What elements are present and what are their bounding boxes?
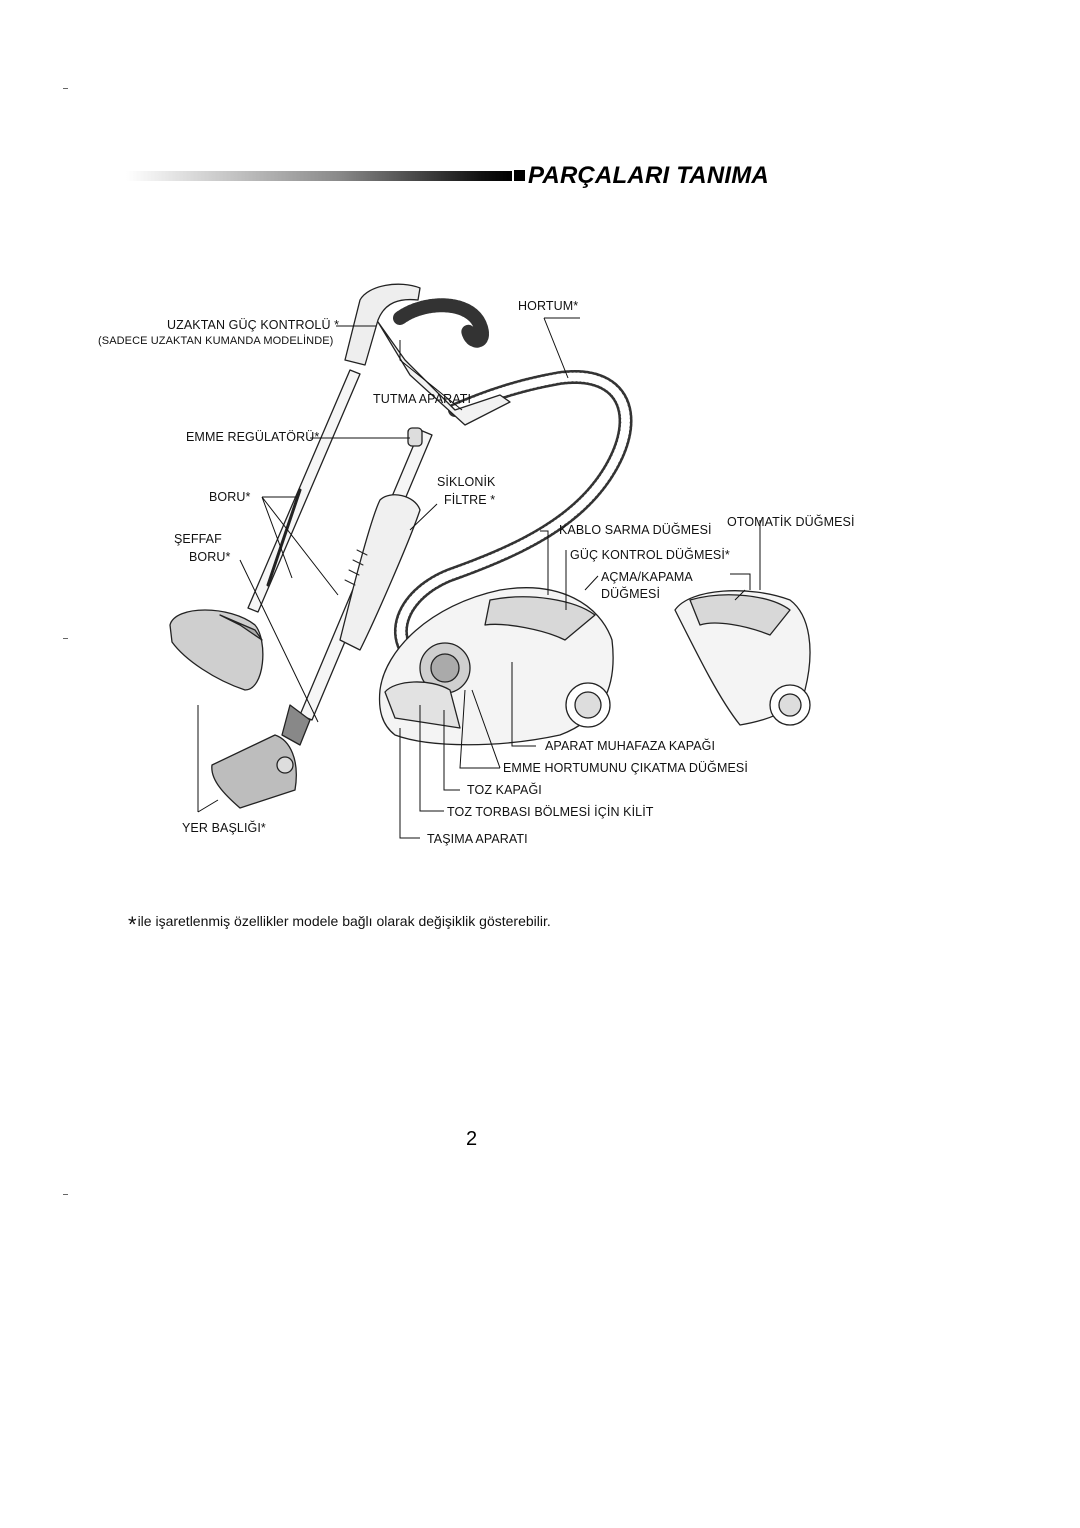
margin-tick-top	[63, 88, 68, 89]
label-handle: TUTMA APARATI	[373, 392, 472, 406]
title-marker	[514, 170, 525, 181]
label-dust-cover: TOZ KAPAĞI	[467, 783, 542, 797]
label-cyclone-2: FİLTRE *	[444, 493, 496, 507]
page-title: PARÇALARI TANIMA	[528, 162, 769, 189]
footnote-star: *	[128, 912, 137, 937]
label-auto-button: OTOMATİK DÜĞMESİ	[727, 515, 855, 529]
label-hose-release: EMME HORTUMUNU ÇIKATMA DÜĞMESİ	[503, 761, 748, 775]
margin-tick-middle	[63, 638, 68, 639]
label-clear-pipe-2: BORU*	[189, 550, 231, 564]
title-gradient-bar	[126, 171, 512, 181]
pipe-drawing	[247, 369, 361, 613]
margin-tick-bottom	[63, 1194, 68, 1195]
floor-brush-drawing	[169, 609, 264, 691]
label-accessory-cover: APARAT MUHAFAZA KAPAĞI	[545, 739, 716, 753]
label-clear-pipe-1: ŞEFFAF	[174, 532, 222, 546]
label-pipe: BORU*	[209, 490, 251, 504]
label-cyclone-1: SİKLONİK	[437, 475, 496, 489]
label-bag-lock: TOZ TORBASI BÖLMESİ İÇİN KİLİT	[447, 805, 654, 819]
vacuum-illustration	[169, 283, 811, 809]
label-hose: HORTUM*	[518, 299, 579, 313]
leader-lines	[197, 317, 761, 839]
label-cord-rewind: KABLO SARMA DÜĞMESİ	[559, 523, 712, 537]
label-suction-regulator: EMME REGÜLATÖRÜ*	[186, 430, 320, 444]
label-remote-note: (SADECE UZAKTAN KUMANDA MODELİNDE)	[98, 335, 334, 347]
hose-drawing	[393, 298, 489, 348]
label-floor-head: YER BAŞLIĞI*	[182, 821, 266, 835]
page-number: 2	[466, 1128, 478, 1150]
label-remote-control: UZAKTAN GÜÇ KONTROLÜ *	[167, 318, 340, 332]
handle-drawing	[344, 283, 421, 366]
label-on-off-2: DÜĞMESİ	[601, 587, 661, 601]
footnote: *ile işaretlenmiş özellikler modele bağl…	[128, 912, 551, 938]
label-carry-handle: TAŞIMA APARATI	[427, 832, 528, 846]
label-on-off-1: AÇMA/KAPAMA	[601, 570, 693, 584]
label-power-control: GÜÇ KONTROL DÜĞMESİ*	[570, 548, 730, 562]
footnote-text: ile işaretlenmiş özellikler modele bağlı…	[137, 913, 551, 929]
